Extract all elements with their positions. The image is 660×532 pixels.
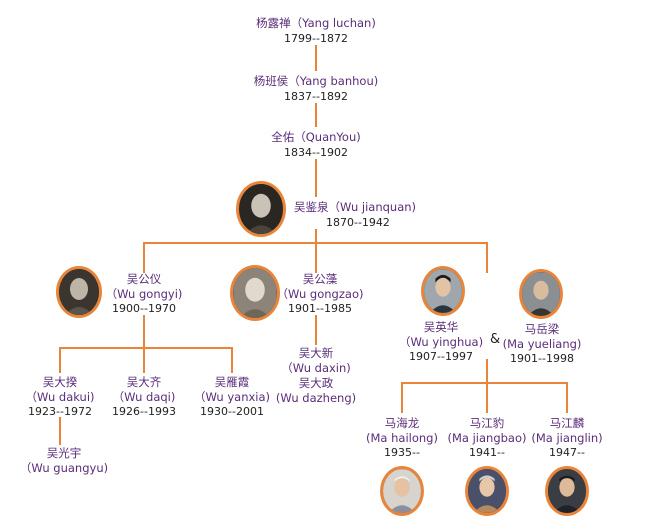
ma-jiangbao-latin: (Ma jiangbao): [447, 431, 527, 445]
wu-yinghua-latin: （Wu yinghua): [398, 335, 484, 349]
ma-jiangbao-portrait: [465, 466, 509, 516]
couple-ampersand: &: [490, 332, 501, 347]
wu-gongyi-name: 吴公仪: [126, 272, 162, 286]
ma-jianglin-name: 马江麟: [549, 416, 585, 430]
ma-yueliang-portrait: [519, 269, 563, 319]
wu-gongyi-dates: 1900--1970: [112, 302, 176, 315]
wu-dakui-dates: 1923--1972: [28, 405, 92, 418]
ma-jiangbao-dates: 1941--: [469, 446, 505, 459]
wu-jianquan-portrait: [236, 181, 286, 237]
wu-daqi-name: 吴大齐: [126, 375, 162, 389]
ma-hailong-dates: 1935--: [384, 446, 420, 459]
wu-dakui-name: 吴大揆: [42, 375, 78, 389]
wu-yinghua-dates: 1907--1997: [409, 350, 473, 363]
ma-hailong-portrait: [380, 466, 424, 516]
yang-banhou-dates: 1837--1892: [284, 90, 348, 103]
yang-banhou-name: 杨班侯（Yang banhou): [253, 74, 379, 88]
wu-gongyi-latin: （Wu gongyi): [105, 287, 183, 301]
wu-daxin-name: 吴大新: [298, 346, 334, 360]
ma-jianglin-latin: (Ma jianglin): [531, 431, 603, 445]
wu-guangyu-latin: （Wu guangyu): [19, 461, 109, 475]
wu-jianquan-dates: 1870--1942: [326, 216, 390, 229]
ma-yueliang-dates: 1901--1998: [510, 352, 574, 365]
wu-yanxia-name: 吴雁霞: [214, 375, 250, 389]
ma-hailong-latin: (Ma hailong): [366, 431, 438, 445]
ma-yueliang-name: 马岳梁: [524, 322, 560, 336]
yang-luchan-name: 杨露禅（Yang luchan): [256, 16, 376, 30]
ma-jianglin-portrait: [545, 466, 589, 516]
wu-daqi-dates: 1926--1993: [112, 405, 176, 418]
wu-jianquan-name: 吴鉴泉（Wu jianquan): [294, 200, 417, 214]
quanyou-name: 全佑（QuanYou): [271, 130, 361, 144]
wu-daxin-latin: （Wu daxin): [281, 361, 351, 375]
wu-gongzao-name: 吴公藻: [302, 272, 338, 286]
wu-yinghua-portrait: [421, 266, 465, 316]
ma-jiangbao-name: 马江豹: [469, 416, 505, 430]
wu-gongzao-latin: （Wu gongzao): [276, 287, 364, 301]
wu-dazheng-name: 吴大政: [298, 376, 334, 390]
ma-jianglin-dates: 1947--: [549, 446, 585, 459]
wu-dakui-latin: （Wu dakui): [25, 390, 95, 404]
wu-yanxia-latin: （Wu yanxia): [193, 390, 271, 404]
quanyou-dates: 1834--1902: [284, 146, 348, 159]
wu-gongyi-portrait: [56, 266, 102, 318]
wu-dazheng-latin: (Wu dazheng): [275, 391, 357, 405]
wu-daqi-latin: （Wu daqi): [112, 390, 176, 404]
yang-luchan-dates: 1799--1872: [284, 32, 348, 45]
wu-gongzao-dates: 1901--1985: [288, 302, 352, 315]
ma-yueliang-latin: (Ma yueliang): [502, 337, 582, 351]
wu-yinghua-name: 吴英华: [423, 320, 459, 334]
ma-hailong-name: 马海龙: [384, 416, 420, 430]
wu-guangyu-name: 吴光宇: [46, 446, 82, 460]
wu-gongzao-portrait: [230, 265, 280, 321]
wu-yanxia-dates: 1930--2001: [200, 405, 264, 418]
